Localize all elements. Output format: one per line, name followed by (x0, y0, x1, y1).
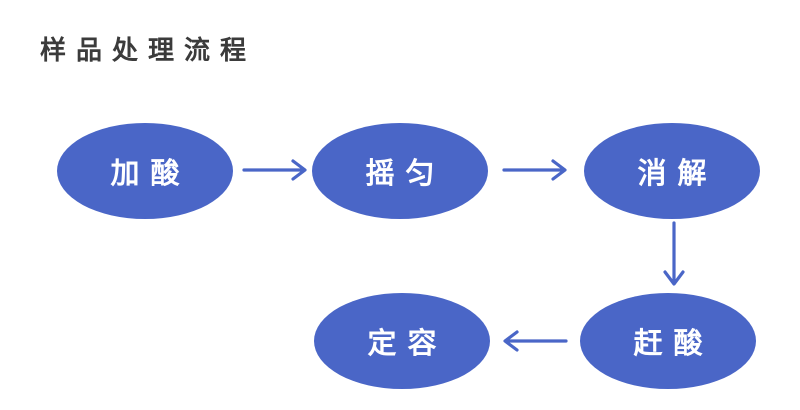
flow-node-fix-volume: 定容 (314, 293, 490, 389)
flow-node-label: 赶酸 (633, 328, 714, 360)
arrow-digest-to-drive-acid (663, 221, 685, 286)
arrow-shake-to-digest (502, 159, 567, 181)
flow-node-shake: 摇匀 (312, 123, 488, 219)
flow-node-label: 定容 (367, 328, 448, 360)
flow-node-label: 摇匀 (365, 158, 446, 190)
flow-node-label: 加酸 (110, 158, 191, 190)
arrow-drive-acid-to-fix-volume (503, 330, 568, 352)
flow-node-label: 消解 (637, 158, 718, 190)
flow-node-add-acid: 加酸 (57, 123, 233, 219)
flow-node-digest: 消解 (584, 123, 760, 219)
flow-node-drive-acid: 赶酸 (580, 293, 756, 389)
diagram-title: 样品处理流程 (40, 35, 257, 65)
arrow-add-acid-to-shake (242, 159, 307, 181)
